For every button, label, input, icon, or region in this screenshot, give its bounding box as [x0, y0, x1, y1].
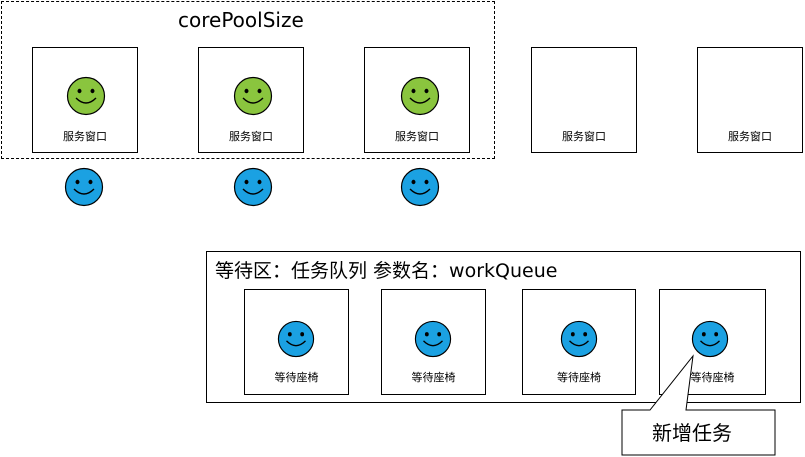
work-queue-title: 等待区：任务队列 参数名：workQueue: [215, 260, 558, 282]
served-smiley-icon: [233, 76, 273, 116]
service-window-label: 服务窗口: [562, 130, 606, 143]
waiting-seat-label: 等待座椅: [690, 371, 735, 384]
waiting-smiley-icon: [560, 320, 598, 358]
waiting-smiley-icon: [277, 320, 315, 358]
waiting-smiley-icon: [691, 320, 729, 358]
core-pool-title: corePoolSize: [178, 8, 304, 32]
service-window-label: 服务窗口: [63, 130, 107, 143]
waiting-smiley-icon: [64, 167, 104, 207]
waiting-seat-label: 等待座椅: [557, 371, 601, 384]
waiting-smiley-icon: [414, 320, 452, 358]
waiting-seat-label: 等待座椅: [274, 371, 319, 384]
served-smiley-icon: [66, 76, 106, 116]
service-window-label: 服务窗口: [728, 130, 772, 143]
core-pool-frame: [1, 1, 495, 159]
waiting-smiley-icon: [400, 167, 440, 207]
service-window-label: 服务窗口: [229, 130, 273, 143]
service-window: 服务窗口: [697, 47, 803, 153]
served-smiley-icon: [400, 76, 440, 116]
waiting-seat-label: 等待座椅: [411, 371, 456, 384]
service-window-label: 服务窗口: [395, 130, 439, 143]
waiting-smiley-icon: [233, 167, 273, 207]
new-task-callout-text: 新增任务: [652, 421, 732, 445]
service-window: 服务窗口: [531, 47, 637, 153]
